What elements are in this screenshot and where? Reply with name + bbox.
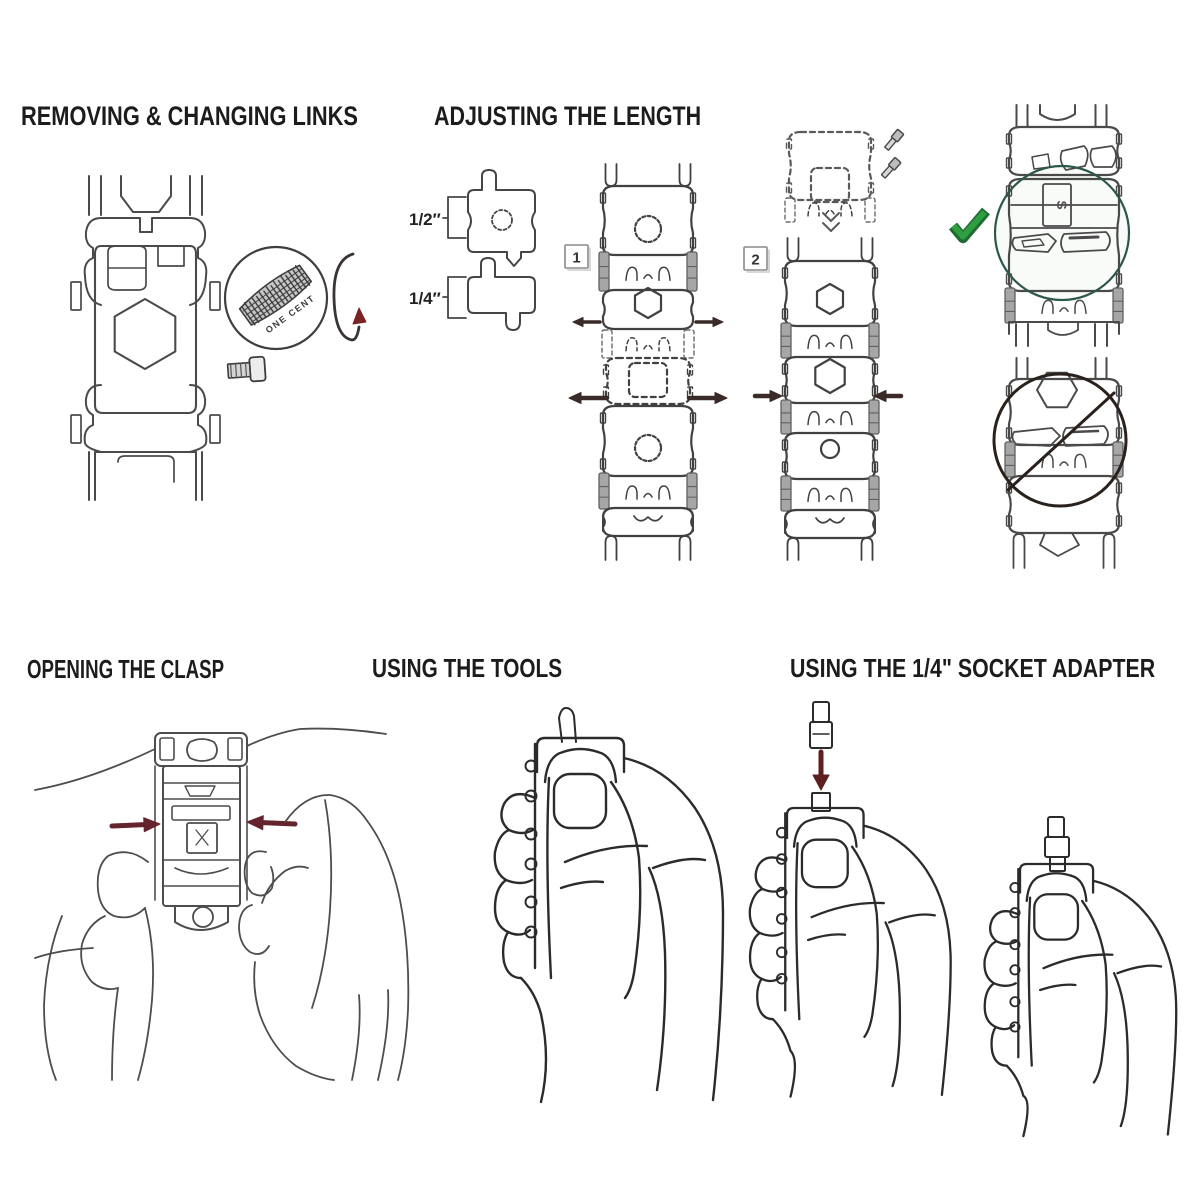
svg-text:1/4″: 1/4″	[409, 289, 441, 308]
svg-text:1: 1	[572, 250, 580, 267]
svg-text:2: 2	[751, 252, 759, 269]
svg-text:1/2″: 1/2″	[409, 210, 441, 229]
